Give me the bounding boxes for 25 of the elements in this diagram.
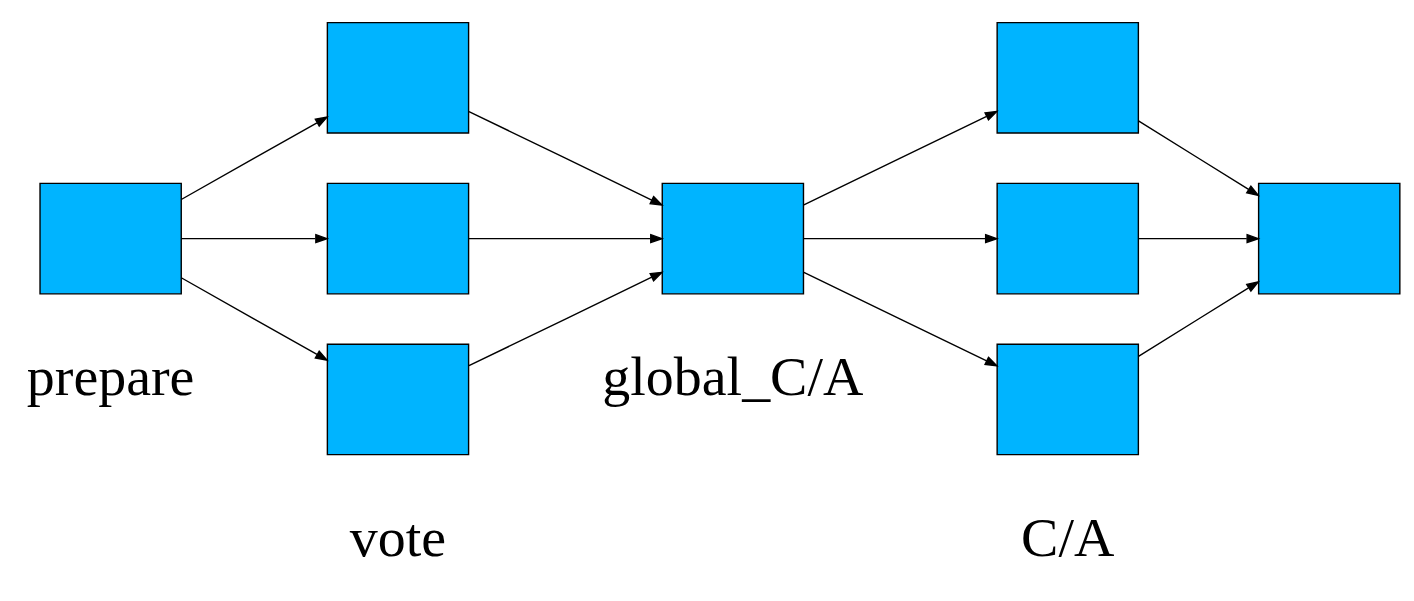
node-box <box>1257 182 1401 295</box>
arrow <box>468 233 665 244</box>
arrow <box>803 271 999 367</box>
arrow <box>468 271 664 367</box>
node-box <box>996 343 1140 456</box>
node-box <box>996 182 1140 295</box>
arrow <box>803 233 999 244</box>
arrow <box>180 277 329 362</box>
arrow <box>468 110 664 206</box>
arrow <box>803 110 999 206</box>
node-box <box>661 182 805 295</box>
arrow <box>1137 120 1261 197</box>
node-box <box>326 21 470 134</box>
label: global_C/A <box>602 345 864 408</box>
node-box <box>326 343 470 456</box>
label: C/A <box>1021 506 1115 569</box>
arrow <box>1137 280 1261 358</box>
node-box <box>39 182 182 295</box>
node-box <box>996 21 1140 134</box>
arrow <box>1137 233 1261 244</box>
arrow <box>180 116 329 201</box>
arrow <box>180 233 330 244</box>
node-box <box>326 182 470 295</box>
label: vote <box>349 506 447 569</box>
label: prepare <box>26 345 195 408</box>
